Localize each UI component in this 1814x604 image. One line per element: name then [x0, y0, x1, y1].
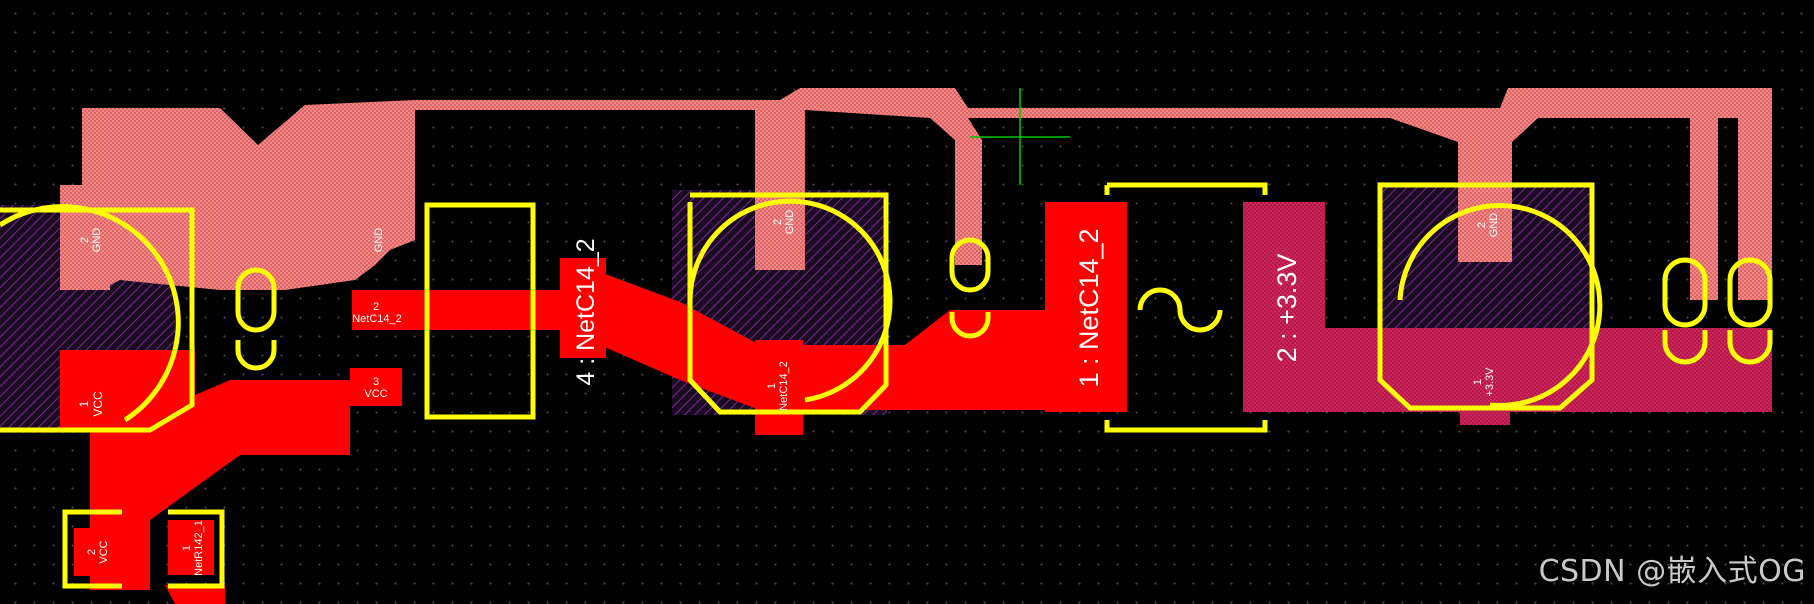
cap-mid-outline [687, 192, 893, 415]
c-mid-pin2-net: GND [784, 210, 796, 235]
ic-outline [424, 202, 536, 420]
pad-labels: 2 GND 1 VCC 2 NetC14_2 3 VCC GND 4 : Net… [77, 210, 1500, 576]
c-left-pin2-net: GND [91, 228, 103, 253]
plus3v3-copper[interactable] [1243, 202, 1772, 425]
watermark: CSDN @嵌入式OG [1538, 554, 1806, 589]
ic-pin2-net: NetC14_2 [352, 313, 402, 325]
c-left-pin1-num: 1 [77, 400, 91, 407]
ic-pin3-net: VCC [364, 388, 387, 400]
c-right-pin1-num: 1 [1472, 379, 1484, 385]
c-left-pin2-num: 2 [79, 237, 91, 243]
ic-gnd-label: GND [373, 228, 385, 253]
gnd-copper-pour[interactable] [60, 88, 1772, 300]
c-mid-pin2-num: 2 [772, 219, 784, 225]
c-right-pin1-net: +3.3V [1484, 367, 1496, 397]
ic-pin3-num: 3 [373, 376, 379, 388]
c-left-pin1-net: VCC [91, 391, 105, 417]
c-mid-pin1-net: NetC14_2 [778, 361, 790, 411]
cap-left-outline [0, 204, 195, 433]
c-right-pin2-net: GND [1488, 213, 1500, 238]
cap-right-outline [1377, 182, 1603, 411]
top-copper-layer[interactable] [60, 202, 1127, 604]
c-right-pin2-num: 2 [1476, 222, 1488, 228]
r-pin1-num: 1 [181, 545, 193, 551]
transformer-outline [1104, 182, 1268, 195]
crosshair-cursor [970, 88, 1070, 185]
r-pin2-net: VCC [98, 540, 110, 563]
silkscreen-layer [0, 182, 1773, 589]
big-pad-1-label: 1 : NetC14_2 [1074, 228, 1104, 387]
c-mid-pin1-num: 1 [766, 383, 778, 389]
r-pin1-net: NetR142_1 [193, 520, 205, 576]
tilde-symbol [1137, 287, 1223, 333]
r-pin2-num: 2 [86, 549, 98, 555]
big-pad-2-label: 2 : +3.3V [1272, 254, 1302, 363]
ic-pin2-num: 2 [373, 301, 379, 313]
big-pad-4-label: 4 : NetC14_2 [572, 238, 600, 385]
